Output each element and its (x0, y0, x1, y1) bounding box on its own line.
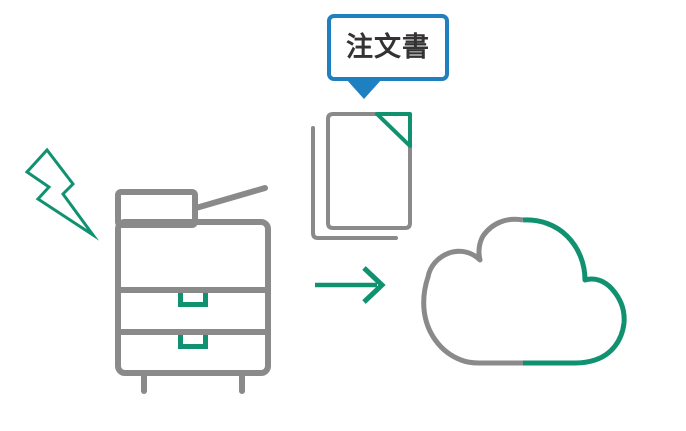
document-back-page (311, 126, 398, 240)
copier-drawer-handle-bottom (178, 335, 208, 349)
copier-body (115, 219, 271, 376)
copier-drawer-handle-top (178, 293, 208, 307)
document-folded-corner (375, 112, 412, 148)
cloud-left-half (421, 216, 524, 366)
order-form-bubble: 注文書 (327, 14, 449, 81)
copier-feeder-lid (193, 185, 268, 211)
cloud-right-half (522, 217, 627, 366)
bubble-tail (346, 79, 382, 99)
order-form-label: 注文書 (346, 32, 430, 62)
document-front-page (326, 112, 412, 230)
